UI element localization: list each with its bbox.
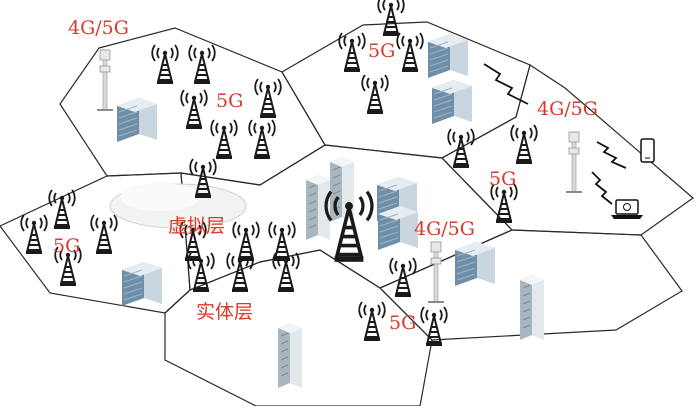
label-5g-bottom: 5G — [389, 312, 416, 334]
label-physical-layer: 实体层 — [196, 301, 253, 323]
lightning-icon — [483, 63, 627, 205]
label-5g-far-left: 5G — [53, 235, 80, 257]
label-5g-right: 5G — [489, 168, 516, 190]
hex-grid — [0, 21, 694, 406]
label-4g5g-right: 4G/5G — [537, 98, 598, 120]
label-virtual-layer: 虚拟层 — [168, 215, 225, 237]
label-4g5g-top-left: 4G/5G — [68, 17, 129, 39]
label-5g-left: 5G — [216, 90, 243, 112]
label-4g5g-center: 4G/5G — [414, 218, 475, 240]
laptop-icon — [611, 199, 643, 219]
phone-icon — [640, 138, 655, 163]
label-5g-top: 5G — [368, 40, 395, 62]
labels: 4G/5G 5G 5G 4G/5G 5G 5G 4G/5G 5G 虚拟层 实体层 — [53, 17, 598, 334]
